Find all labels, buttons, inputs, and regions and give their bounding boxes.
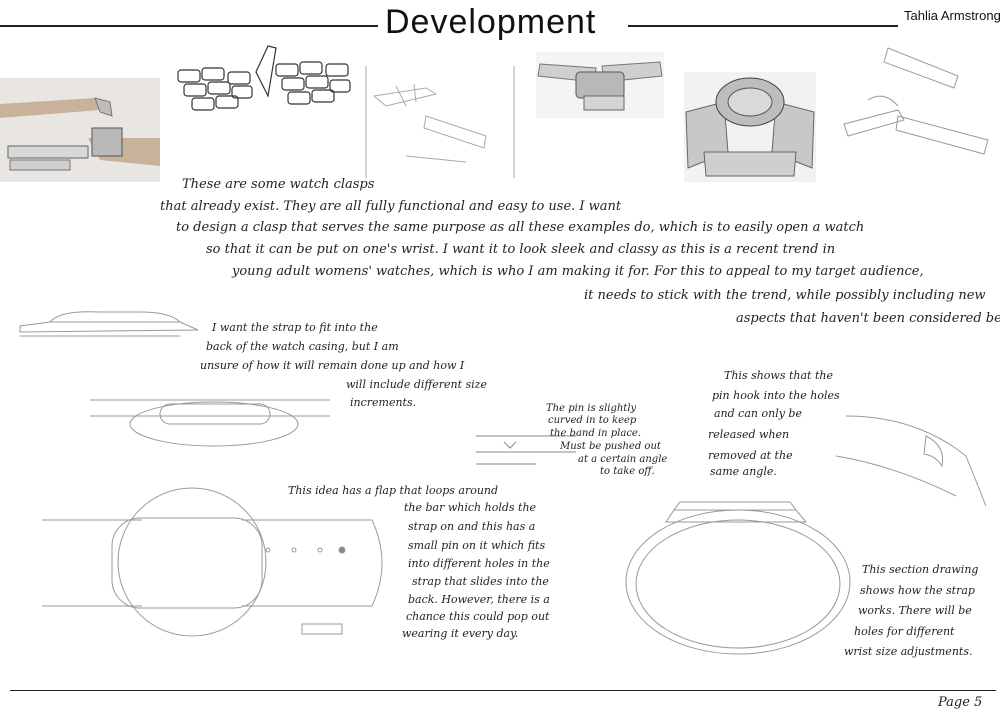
header-rule-right: [628, 25, 898, 27]
note-pin-line-3: the band in place.: [550, 428, 642, 439]
intro-line-2: that already exist. They are all fully f…: [160, 199, 622, 214]
note-flap-line-5: into different holes in the: [408, 557, 550, 570]
note-section-line-4: holes for different: [854, 625, 955, 638]
note-hook-line-4: released when: [708, 428, 790, 441]
faint-clasp-sketch-1: [365, 66, 516, 178]
footer-rule: [10, 690, 996, 691]
note-pin-line-5: at a certain angle: [578, 454, 668, 465]
note-flap-line-3: strap on and this has a: [408, 520, 536, 533]
note-flap-line-7: back. However, there is a: [408, 593, 550, 606]
strap-curve-sketch: [835, 415, 987, 507]
note-strap-line-1: I want the strap to fit into the: [212, 321, 378, 334]
note-section-line-2: shows how the strap: [860, 584, 975, 597]
note-pin-line-2: curved in to keep: [548, 415, 637, 426]
note-hook-line-1: This shows that the: [724, 369, 833, 382]
note-flap-line-1: This idea has a flap that loops around: [288, 484, 499, 497]
intro-line-6: it needs to stick with the trend, while …: [584, 288, 986, 303]
note-flap-line-8: chance this could pop out: [406, 610, 550, 623]
link-sketch: [172, 42, 354, 112]
faint-clasp-sketch-2: [838, 40, 998, 166]
note-pin-line-4: Must be pushed out: [560, 441, 661, 452]
clasp-photo-2: [536, 52, 664, 118]
note-section-line-1: This section drawing: [862, 563, 979, 576]
watch-side-sketch: [90, 399, 330, 447]
strap-sketch-small: [19, 311, 199, 337]
pin-sketch: [476, 435, 576, 465]
note-hook-line-2: pin hook into the holes: [712, 389, 840, 402]
note-pin-line-1: The pin is slightly: [546, 403, 637, 414]
note-section-line-5: wrist size adjustments.: [844, 645, 973, 658]
page-number: Page 5: [938, 695, 983, 710]
note-hook-line-3: and can only be: [714, 407, 802, 420]
note-hook-line-5: removed at the: [708, 449, 793, 462]
note-strap-line-3: unsure of how it will remain done up and…: [200, 359, 465, 372]
section-drawing-sketch: [625, 501, 851, 655]
intro-line-3: to design a clasp that serves the same p…: [176, 220, 865, 235]
note-strap-line-4: will include different size: [346, 378, 487, 391]
note-pin-line-6: to take off.: [600, 466, 655, 477]
page-title: Development: [385, 3, 597, 41]
watch-back-photo: [684, 72, 816, 182]
note-strap-line-5: increments.: [350, 396, 417, 409]
note-flap-line-4: small pin on it which fits: [408, 539, 546, 552]
clasp-photo-1: [0, 78, 160, 182]
header-rule-left: [0, 25, 378, 27]
note-strap-line-2: back of the watch casing, but I am: [206, 340, 399, 353]
intro-line-1: These are some watch clasps: [182, 177, 375, 192]
note-flap-line-2: the bar which holds the: [404, 501, 537, 514]
note-flap-line-6: strap that slides into the: [412, 575, 549, 588]
note-section-line-3: works. There will be: [858, 604, 972, 617]
watch-strap-top-sketch: [42, 487, 383, 637]
note-hook-line-6: same angle.: [710, 465, 777, 478]
author-name: Tahlia Armstrong: [904, 8, 1000, 23]
note-flap-line-9: wearing it every day.: [402, 627, 519, 640]
intro-line-5: young adult womens' watches, which is wh…: [232, 264, 924, 279]
intro-line-7: aspects that haven't been considered bef…: [736, 311, 1000, 326]
intro-line-4: so that it can be put on one's wrist. I …: [206, 242, 836, 257]
